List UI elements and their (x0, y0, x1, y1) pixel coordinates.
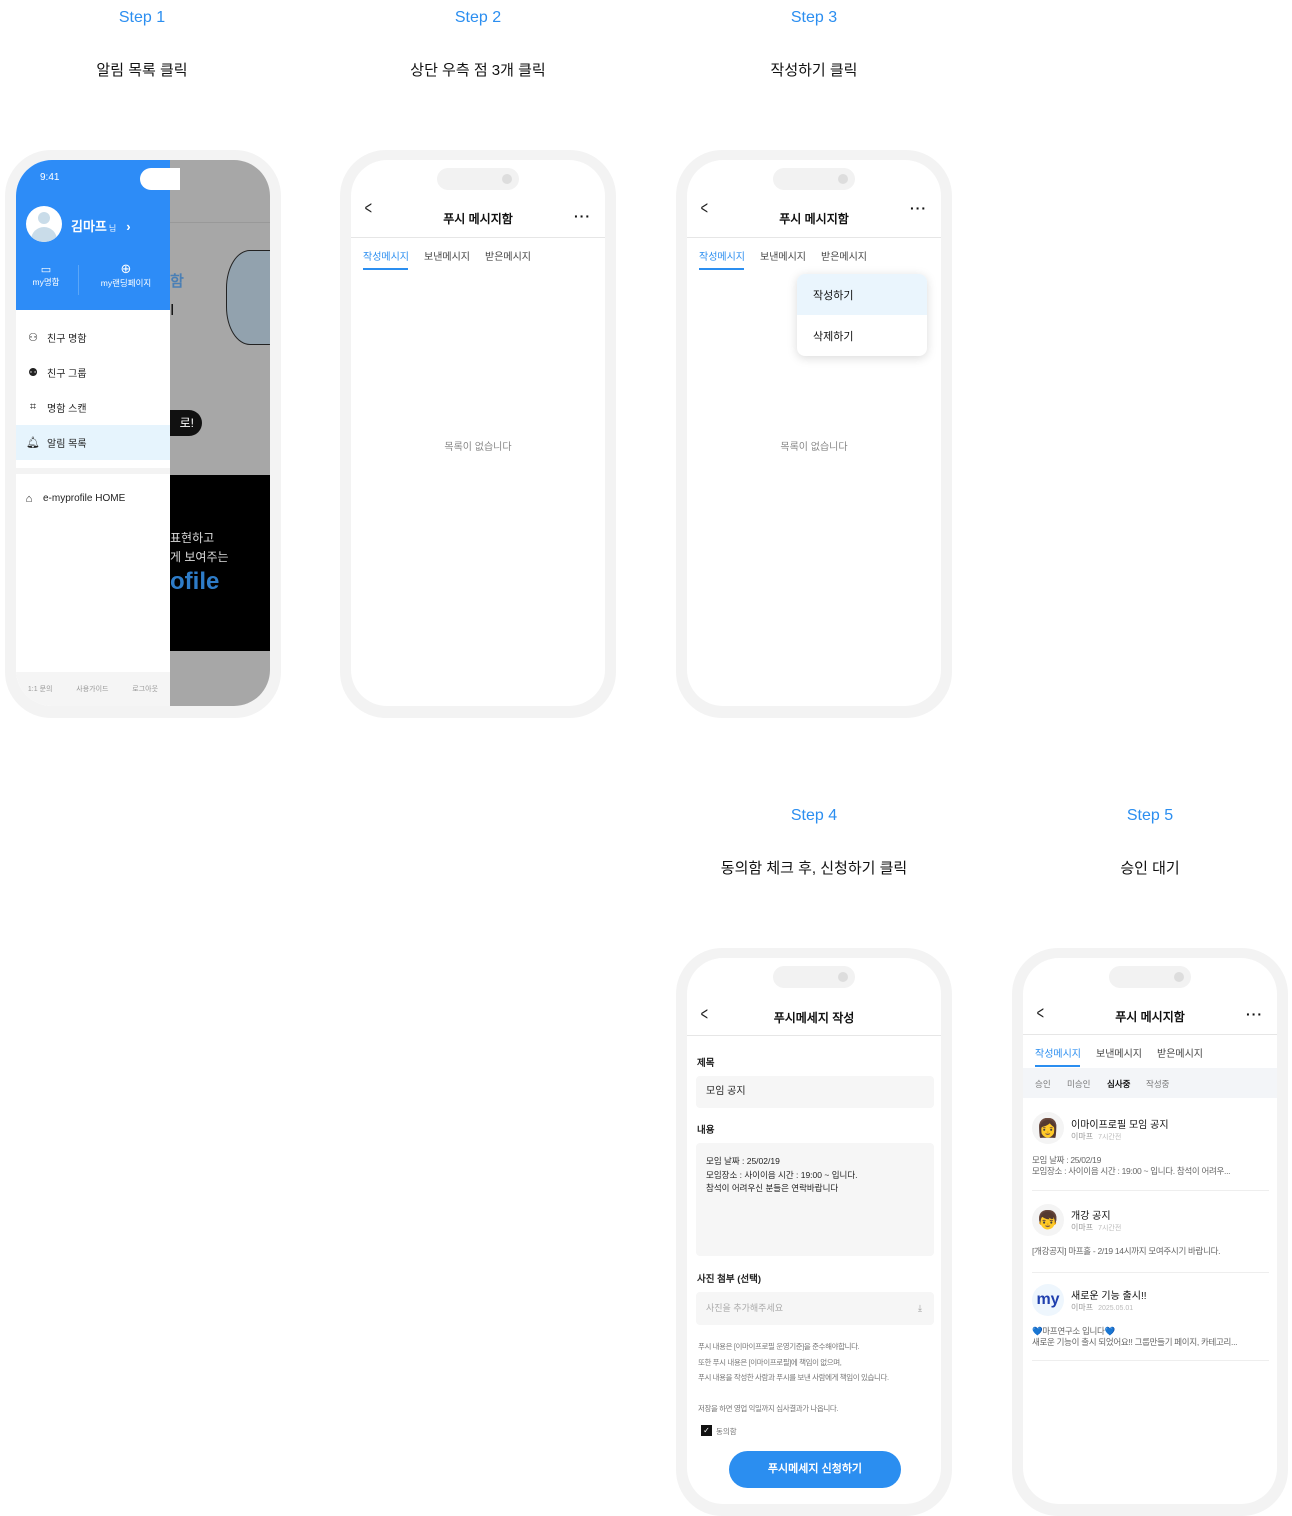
empty-message: 목록이 없습니다 (444, 442, 512, 453)
item-body: 💙마프연구소 입니다💙새로운 기능이 출시 되었어요!! 그룹만들기 페이지, … (1032, 1326, 1238, 1347)
back-button[interactable]: < (700, 198, 708, 218)
notice-text: 푸시 내용은 [이마이프로필 운영기준]을 준수해야합니다.또한 푸시 내용은 … (698, 1342, 889, 1382)
subtab-rejected[interactable]: 미승인 (1067, 1079, 1091, 1089)
menu-friend-cards[interactable]: ⚇친구 명함 (16, 320, 170, 355)
step-5-title: 승인 대기 (1120, 860, 1180, 877)
avatar: 👦 (1032, 1204, 1064, 1236)
step-4-label: Step 4 (790, 807, 838, 824)
page-title: 푸시메세지 작성 (773, 1011, 855, 1025)
step-2-title: 상단 우측 점 3개 클릭 (410, 62, 546, 79)
agree-label: 동의함 (716, 1427, 737, 1436)
subtab-drafts[interactable]: 작성중 (1146, 1079, 1170, 1089)
subtab-reviewing[interactable]: 심사중 (1107, 1079, 1131, 1089)
status-time: 9:41 (40, 172, 60, 183)
step-3-label: Step 3 (790, 9, 838, 26)
download-icon: ⤓ (918, 1303, 922, 1313)
tab-received[interactable]: 받은메시지 (821, 252, 867, 263)
step-2-label: Step 2 (454, 9, 502, 26)
bg-text: 함 (170, 273, 184, 290)
menu-friend-groups[interactable]: ⚉친구 그룹 (16, 355, 170, 390)
my-logo-avatar: my (1032, 1284, 1064, 1316)
tab-received[interactable]: 받은메시지 (1157, 1049, 1203, 1060)
step-5-label: Step 5 (1126, 807, 1174, 824)
item-title[interactable]: 개강 공지 (1071, 1211, 1111, 1222)
scan-icon: ⌗ (29, 401, 37, 413)
more-menu-button[interactable]: ··· (910, 200, 927, 216)
tab-sent[interactable]: 보낸메시지 (424, 252, 470, 263)
subtab-approved[interactable]: 승인 (1035, 1079, 1051, 1089)
dimmed-background[interactable]: 함 I 로! 표현하고 게 보여주는 ofile (150, 160, 270, 706)
tab-written[interactable]: 작성메시지 (1035, 1049, 1081, 1060)
tab-sent[interactable]: 보낸메시지 (760, 252, 806, 263)
step-1-label: Step 1 (118, 9, 166, 26)
empty-message: 목록이 없습니다 (780, 442, 848, 453)
item-title[interactable]: 새로운 기능 출시!! (1071, 1291, 1147, 1302)
footer-logout[interactable]: 로그아웃 (132, 686, 159, 693)
dropdown-item-delete[interactable]: 삭제하기 (813, 331, 854, 343)
tab-received[interactable]: 받은메시지 (485, 252, 531, 263)
tab-written[interactable]: 작성메시지 (363, 252, 409, 263)
review-note: 저장을 하면 영업 익일까지 심사결과가 나옵니다. (698, 1404, 839, 1413)
id-card-icon: ▭ (40, 264, 52, 276)
back-button[interactable]: < (1036, 1003, 1044, 1023)
phone-step-5: < 푸시 메시지함 ··· 작성메시지 보낸메시지 받은메시지 승인 미승인 심… (1012, 948, 1288, 1516)
group-icon: ⚉ (28, 367, 38, 379)
step-3-title: 작성하기 클릭 (770, 62, 858, 79)
step-1-title: 알림 목록 클릭 (96, 62, 188, 79)
step-4-title: 동의함 체크 후, 신청하기 클릭 (720, 860, 908, 877)
menu-notifications[interactable]: 🔔︎알림 목록 (16, 425, 170, 460)
back-button[interactable]: < (364, 198, 372, 218)
bell-icon: 🔔︎ (26, 437, 40, 449)
dropdown-menu: 작성하기 삭제하기 (797, 274, 927, 356)
content-label: 내용 (697, 1125, 715, 1136)
menu-home[interactable]: ⌂e-myprofile HOME (16, 481, 170, 516)
quick-my-landing[interactable]: ⊕ my랜딩페이지 (86, 261, 166, 289)
quick-my-card[interactable]: ▭ my명함 (16, 263, 76, 288)
item-title[interactable]: 이마이프로필 모임 공지 (1071, 1120, 1169, 1131)
tab-written[interactable]: 작성메시지 (699, 252, 745, 263)
more-menu-button[interactable]: ··· (574, 208, 591, 224)
menu-card-scan[interactable]: ⌗명함 스캔 (16, 390, 170, 425)
phone-step-3: < 푸시 메시지함 ··· 작성메시지 보낸메시지 받은메시지 목록이 없습니다… (676, 150, 952, 718)
footer-inquiry[interactable]: 1:1 문의 (27, 686, 53, 693)
avatar[interactable] (26, 206, 62, 242)
avatar: 👩 (1032, 1112, 1064, 1144)
footer-guide[interactable]: 사용가이드 (76, 686, 109, 693)
back-button[interactable]: < (700, 1004, 708, 1024)
submit-button[interactable]: 푸시메세지 신청하기 (729, 1451, 901, 1488)
home-icon: ⌂ (25, 492, 33, 505)
globe-icon: ⊕ (120, 261, 132, 276)
page-title: 푸시 메시지함 (443, 212, 513, 226)
phone-step-2: < 푸시 메시지함 ··· 작성메시지 보낸메시지 받은메시지 목록이 없습니다 (340, 150, 616, 718)
bg-text: I (170, 302, 175, 319)
page-title: 푸시 메시지함 (1115, 1010, 1185, 1024)
more-menu-button[interactable]: ··· (1246, 1006, 1263, 1022)
bg-text: 표현하고 (170, 531, 215, 545)
photo-input[interactable]: 사진을 추가해주세요⤓ (696, 1292, 934, 1325)
bg-text: ofile (170, 568, 220, 595)
subject-label: 제목 (697, 1058, 715, 1069)
item-body: [개강공지] 마프홀 - 2/19 14시까지 모여주시기 바랍니다. (1032, 1246, 1221, 1256)
agree-checkbox[interactable]: ✓ (701, 1425, 712, 1436)
dropdown-item-write[interactable]: 작성하기 (797, 274, 927, 315)
bg-text: 게 보여주는 (170, 550, 229, 564)
person-icon: ⚇ (28, 332, 38, 344)
tab-sent[interactable]: 보낸메시지 (1096, 1049, 1142, 1060)
photo-label: 사진 첨부 (선택) (697, 1274, 762, 1285)
subject-input[interactable]: 모임 공지 (696, 1076, 934, 1108)
page-title: 푸시 메시지함 (779, 212, 849, 226)
